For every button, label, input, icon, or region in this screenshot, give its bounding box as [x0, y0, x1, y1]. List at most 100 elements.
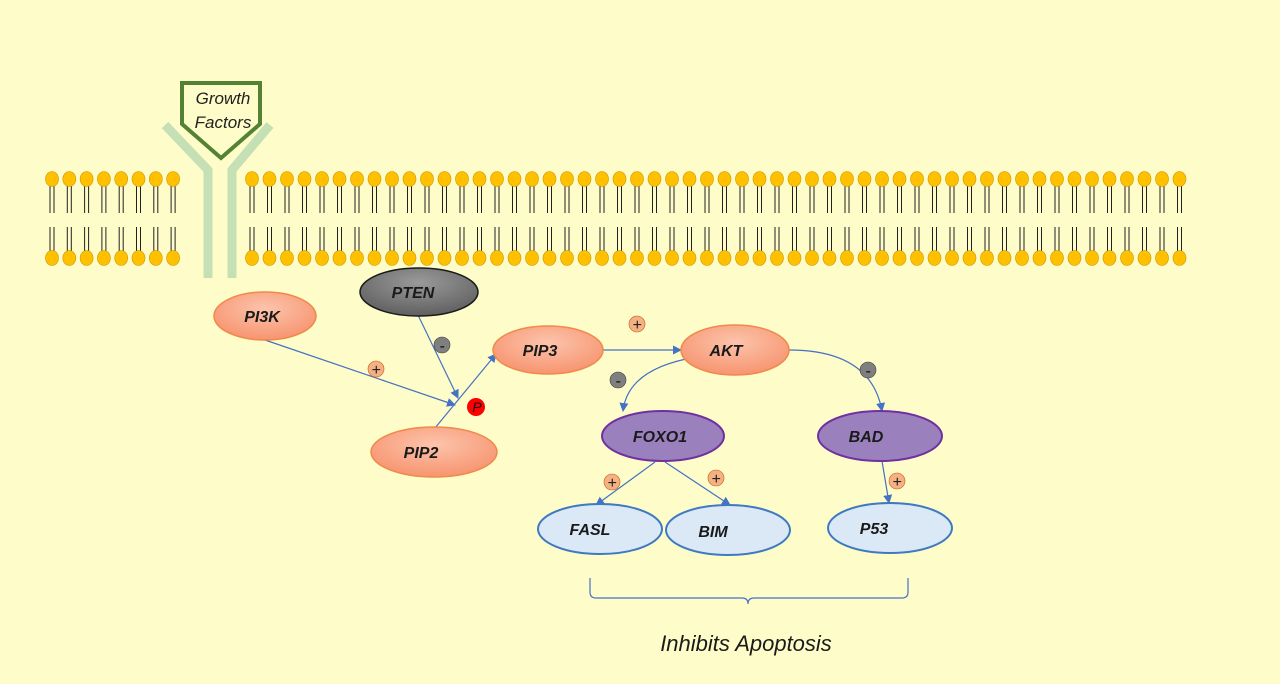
- lipid: [367, 171, 382, 213]
- lipid: [1172, 227, 1187, 266]
- lipid: [332, 227, 347, 266]
- lipid: [350, 171, 364, 213]
- lipid: [962, 171, 977, 213]
- bim-label: BIM: [698, 524, 728, 541]
- sign-pi3k-plus: +: [367, 360, 385, 379]
- sign-foxo1-fasl-plus: +: [603, 473, 621, 492]
- lipid: [700, 171, 714, 213]
- lipid: [97, 227, 111, 266]
- lipid: [647, 171, 662, 213]
- lipid: [857, 171, 872, 213]
- lipid: [875, 227, 889, 266]
- lipid: [787, 171, 802, 213]
- lipid: [1032, 171, 1047, 213]
- lipid: [149, 227, 163, 266]
- lipid: [1015, 171, 1029, 213]
- lipid: [997, 227, 1012, 266]
- node-fasl: FASL: [537, 503, 663, 555]
- lipid: [166, 171, 180, 213]
- node-pi3k: PI3K: [213, 291, 317, 341]
- lipid: [420, 171, 434, 213]
- arrow-akt-to-bad: [788, 349, 886, 412]
- akt-label: AKT: [709, 343, 744, 360]
- lipid: [560, 227, 574, 266]
- pten-label: PTEN: [392, 285, 435, 302]
- lipid: [1102, 171, 1117, 213]
- lipid: [420, 227, 434, 266]
- lipid: [805, 171, 819, 213]
- svg-text:+: +: [371, 362, 380, 379]
- lipid: [97, 171, 111, 213]
- arrows: [264, 314, 893, 506]
- lipid: [280, 227, 294, 266]
- lipid: [507, 227, 522, 266]
- node-p53: P53: [827, 502, 953, 554]
- lipid: [1137, 171, 1152, 213]
- svg-text:-: -: [439, 338, 444, 355]
- lipid: [166, 227, 180, 266]
- lipid: [402, 227, 417, 266]
- lipid: [682, 227, 697, 266]
- lipid: [79, 227, 94, 266]
- lipid: [595, 227, 609, 266]
- lipid: [717, 171, 732, 213]
- lipid: [1102, 227, 1117, 266]
- lipid: [700, 227, 714, 266]
- lipid: [114, 171, 128, 213]
- node-foxo1: FOXO1: [601, 410, 725, 462]
- node-pip2: PIP2: [370, 426, 498, 478]
- lipid: [1172, 171, 1187, 213]
- svg-text:-: -: [615, 373, 620, 390]
- lipid: [455, 171, 469, 213]
- lipid: [437, 171, 452, 213]
- growth-factors-label-line1: Growth: [196, 89, 251, 108]
- lipid: [945, 227, 959, 266]
- sign-bad-p53-plus: +: [888, 472, 906, 491]
- lipid: [1137, 227, 1152, 266]
- node-akt: AKT: [680, 324, 790, 376]
- lipid: [857, 227, 872, 266]
- arrow-bad-to-p53: [881, 460, 893, 504]
- arrow-akt-to-foxo1: [619, 356, 698, 412]
- lipid: [1155, 171, 1169, 213]
- lipid: [752, 227, 767, 266]
- sign-pten-minus: -: [433, 336, 451, 355]
- lipid: [577, 171, 592, 213]
- lipid: [577, 227, 592, 266]
- inhibits-apoptosis-label: Inhibits Apoptosis: [660, 631, 832, 656]
- lipid: [490, 171, 504, 213]
- node-bim: BIM: [665, 504, 791, 556]
- lipid: [822, 171, 837, 213]
- arrow-foxo1-to-bim: [664, 461, 731, 506]
- sign-foxo1-bim-plus: +: [707, 469, 725, 488]
- lipid: [385, 171, 399, 213]
- lipid: [1085, 227, 1099, 266]
- lipid: [245, 227, 259, 266]
- lipid: [787, 227, 802, 266]
- lipid: [79, 171, 94, 213]
- svg-text:+: +: [711, 471, 720, 488]
- lipid: [262, 227, 277, 266]
- lipid: [560, 171, 574, 213]
- lipid: [402, 171, 417, 213]
- lipid: [297, 227, 312, 266]
- lipid: [114, 227, 128, 266]
- lipid: [630, 227, 644, 266]
- sign-akt-bad-minus: -: [859, 361, 877, 380]
- node-pten: PTEN: [359, 267, 479, 317]
- lipid: [149, 171, 163, 213]
- lipid: [297, 171, 312, 213]
- growth-factor-ligand: [180, 81, 262, 161]
- lipid: [45, 227, 59, 266]
- lipid: [612, 227, 627, 266]
- lipid: [525, 171, 539, 213]
- lipid: [892, 171, 907, 213]
- lipid: [1067, 171, 1082, 213]
- lipid: [262, 171, 277, 213]
- pip2-label: PIP2: [404, 445, 439, 462]
- lipid: [472, 171, 487, 213]
- lipid: [245, 171, 259, 213]
- lipid: [367, 227, 382, 266]
- lipid: [507, 171, 522, 213]
